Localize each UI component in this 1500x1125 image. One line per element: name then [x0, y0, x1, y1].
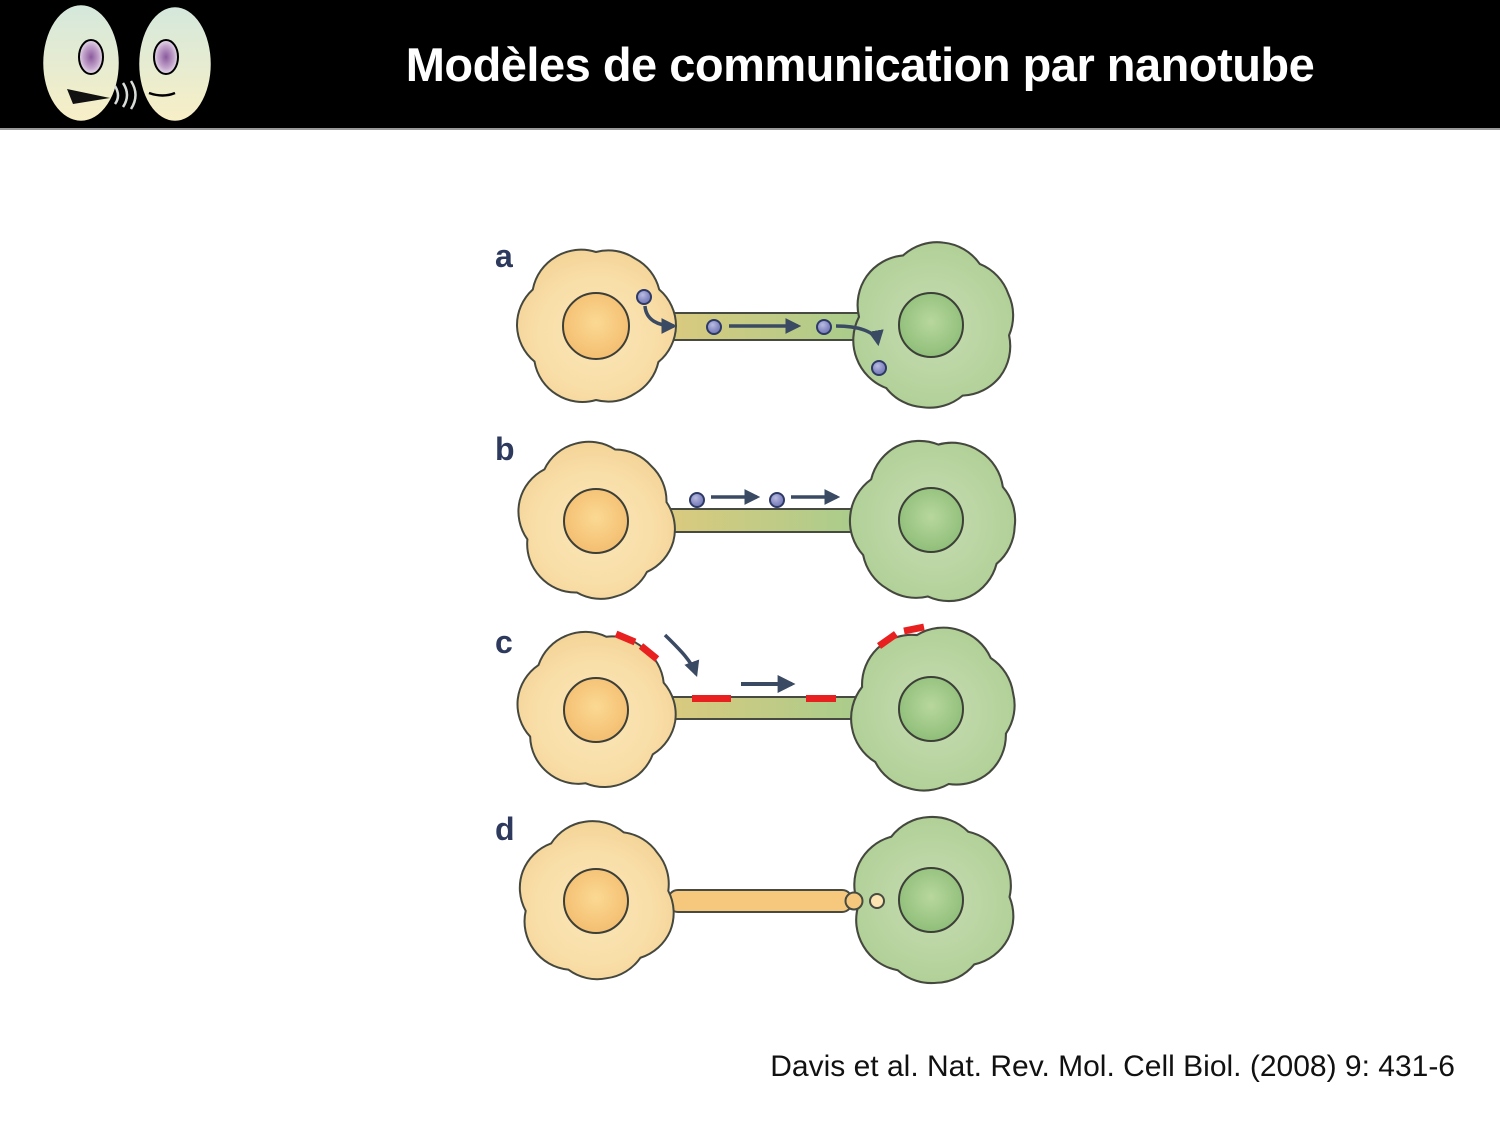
open-mouth	[67, 89, 110, 104]
donor-cell-d	[493, 799, 700, 1003]
nanotube-d	[667, 889, 853, 913]
acceptor-cell-d	[821, 790, 1046, 1012]
donor-cell-c	[506, 622, 687, 798]
acceptor-nucleus-b	[898, 487, 964, 553]
page-title: Modèles de communication par nanotube	[405, 37, 1315, 91]
vesicle	[816, 319, 832, 335]
transport-arrow	[835, 324, 884, 347]
panel-label-a: a	[495, 238, 513, 274]
donor-nucleus-d	[563, 868, 629, 934]
cell-eye-nucleus	[78, 39, 104, 75]
vesicle	[706, 319, 722, 335]
panel-c: c	[495, 593, 1050, 827]
speaking-cell	[40, 2, 122, 124]
acceptor-nucleus-d	[898, 867, 964, 933]
donor-nucleus-c	[563, 677, 629, 743]
vesicle	[871, 360, 887, 376]
pinched-vesicle	[869, 893, 885, 909]
donor-nucleus-b	[563, 488, 629, 554]
panel-a: a	[495, 210, 1050, 442]
vesicle	[689, 492, 705, 508]
transfer-arrow	[663, 633, 700, 677]
membrane-dashes	[614, 623, 925, 702]
donor-cell-b	[499, 425, 695, 617]
vesicle	[636, 289, 652, 305]
sound-waves-icon	[113, 80, 137, 110]
panel-b: b	[495, 410, 1043, 633]
panel-label-c: c	[495, 624, 513, 660]
acceptor-cell-b	[823, 410, 1043, 633]
membrane-dash	[638, 643, 660, 662]
citation: Davis et al. Nat. Rev. Mol. Cell Biol. (…	[770, 1050, 1455, 1083]
membrane-dash	[614, 630, 637, 646]
acceptor-nucleus-a	[898, 292, 964, 358]
panel-label-b: b	[495, 431, 515, 467]
membrane-dash	[903, 623, 925, 635]
membrane-dash	[876, 631, 899, 649]
panel-label-d: d	[495, 811, 515, 847]
header-bar	[0, 0, 1500, 130]
panel-d: d	[493, 790, 1046, 1012]
vesicle	[769, 492, 785, 508]
transport-arrow	[643, 305, 678, 334]
two-cells-talking-icon	[40, 2, 214, 124]
tube-tip-bulge	[844, 891, 864, 911]
donor-nucleus-a	[562, 292, 630, 360]
donor-cell-a	[515, 248, 677, 403]
nanotube-b	[663, 508, 863, 533]
closed-mouth	[148, 91, 176, 97]
listening-cell	[136, 4, 214, 124]
acceptor-nucleus-c	[898, 676, 964, 742]
acceptor-cell-a	[817, 210, 1050, 442]
acceptor-cell-c	[817, 593, 1050, 827]
cell-eye-nucleus	[153, 39, 179, 75]
